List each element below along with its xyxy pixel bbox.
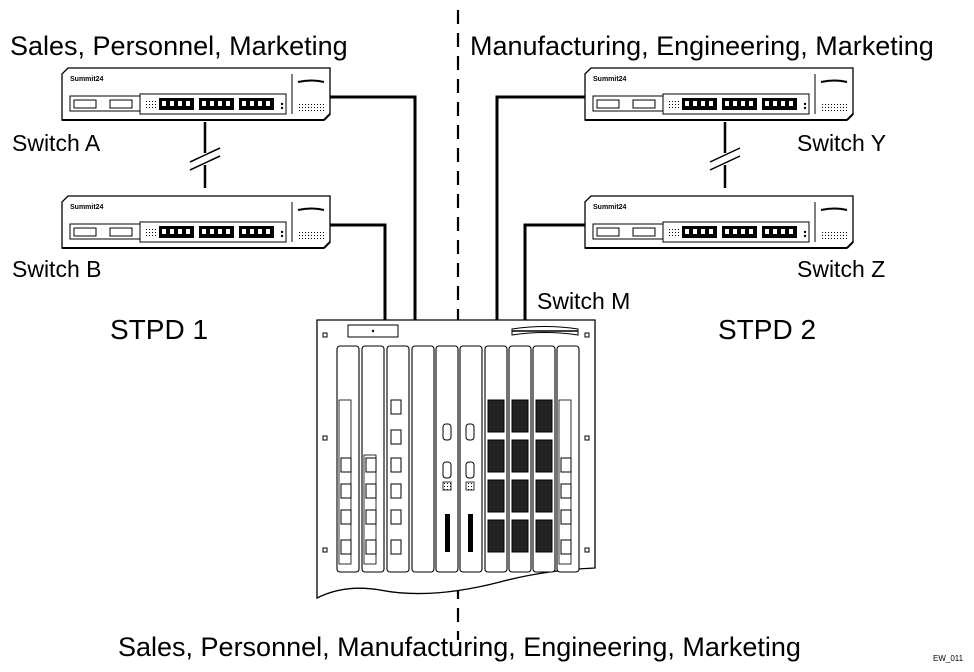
group-bottom-label: Sales, Personnel, Manufacturing, Enginee… [118,632,801,662]
group-right-label: Manufacturing, Engineering, Marketing [470,31,934,61]
switch-m-chassis [316,319,596,600]
switch-z-device: Summit24 [584,195,854,249]
figure-id: EW_011 [933,654,964,663]
switch-m-label: Switch M [537,288,631,314]
switch-a-brand: Summit24 [70,76,104,83]
group-left-label: Sales, Personnel, Marketing [10,31,348,61]
switch-y-device: Summit24 [584,67,854,121]
link-b-m [330,223,387,320]
break-link-a-b [189,122,221,188]
switch-y-brand: Summit24 [593,76,627,83]
switch-z-label: Switch Z [797,256,886,282]
switch-b-brand: Summit24 [70,204,104,211]
stpd-2-label: STPD 2 [718,314,817,345]
break-link-y-z [709,122,741,188]
links [330,95,585,320]
stpd-1-label: STPD 1 [110,314,209,345]
switch-y-label: Switch Y [797,130,887,156]
link-y-m [495,95,585,320]
link-z-m [523,223,585,320]
switch-z-brand: Summit24 [593,204,627,211]
switch-a-label: Switch A [12,130,101,156]
switch-b-device: Summit24 [61,195,331,249]
switch-b-label: Switch B [12,256,102,282]
link-a-m [330,95,417,320]
switch-a-device: Summit24 [61,67,331,121]
